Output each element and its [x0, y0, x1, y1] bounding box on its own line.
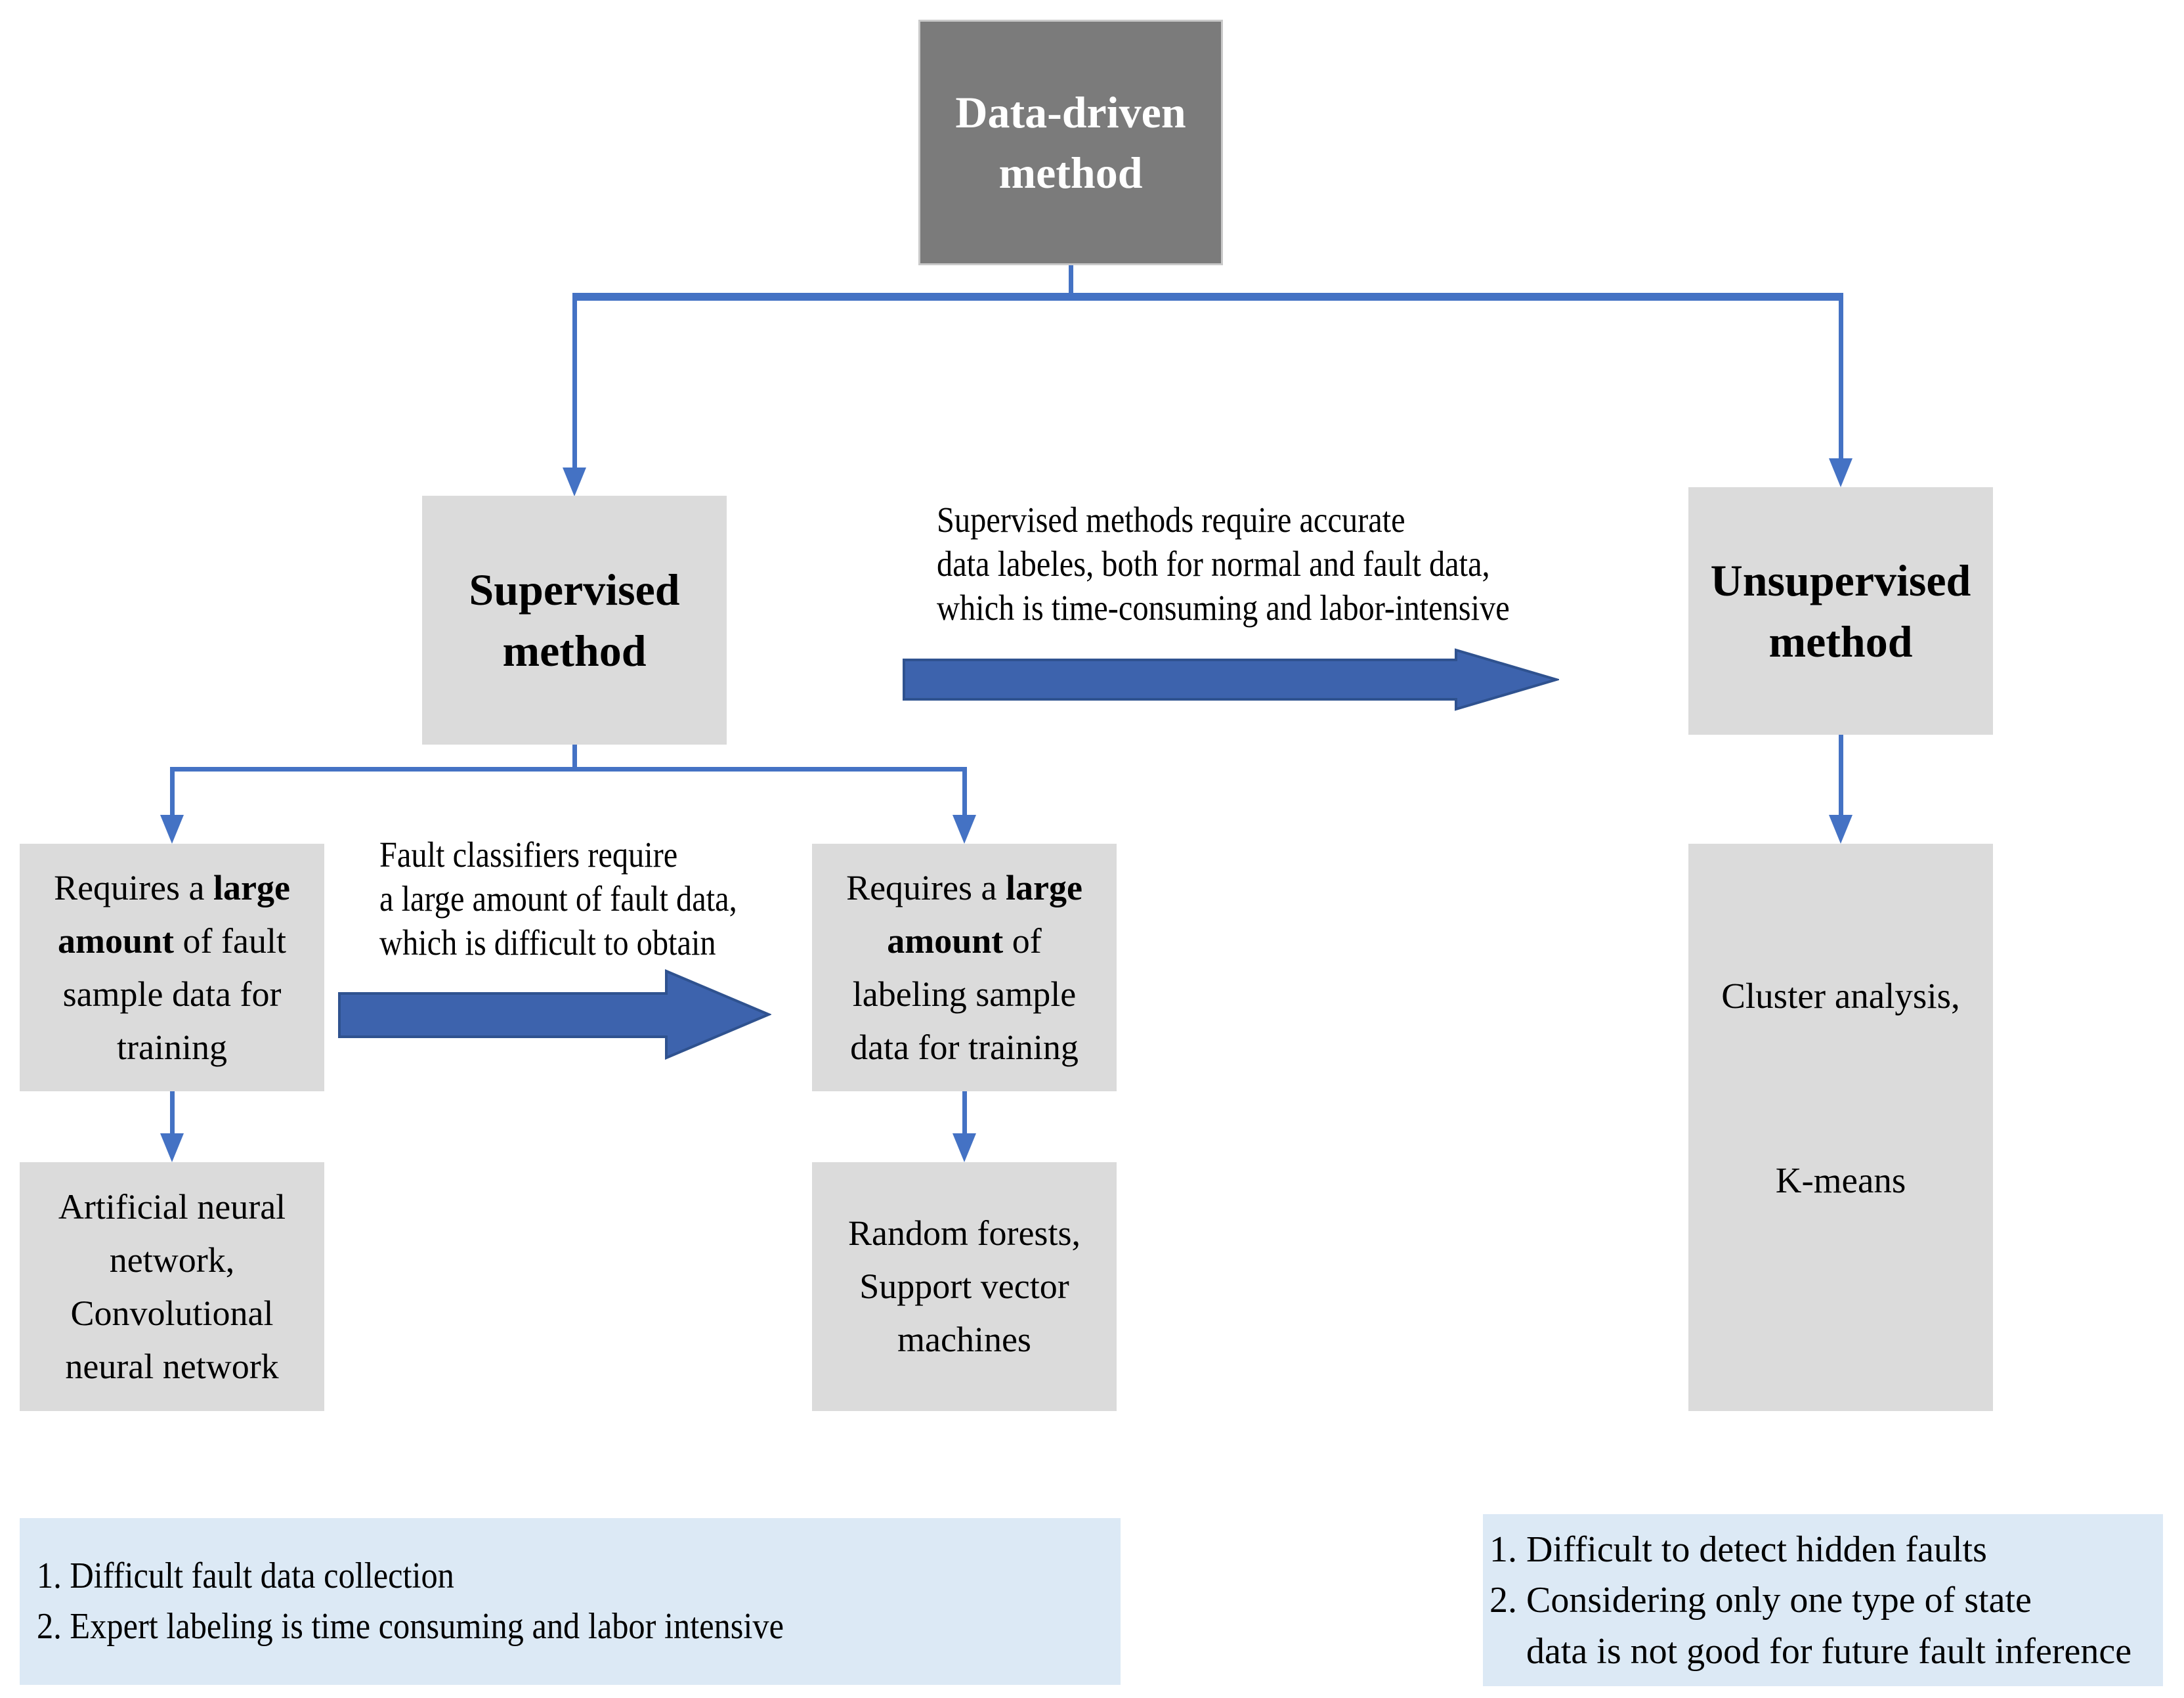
arrow-down-icon — [160, 815, 184, 844]
k-means-label: K-means — [1775, 1160, 1906, 1200]
supervised-note-box: 1. Difficult fault data collection 2. Ex… — [20, 1518, 1121, 1685]
arrow-down-icon — [1829, 458, 1852, 487]
labeling-sample-box: Requires a large amount of labeling samp… — [812, 844, 1117, 1091]
labeling-sample-label: Requires a large amount of labeling samp… — [846, 867, 1082, 1067]
arrow-down-icon — [563, 468, 586, 496]
connector-random-forest-shaft — [962, 1091, 967, 1133]
data-driven-method-box: Data-driven method — [918, 20, 1223, 265]
cluster-label-group: Cluster analysis, K-means — [1721, 972, 1960, 1204]
supervised-note-text: 1. Difficult fault data collection 2. Ex… — [37, 1555, 784, 1647]
connector-ann-shaft — [170, 1091, 175, 1133]
connector-cluster-shaft — [1839, 735, 1843, 815]
connector-labeling-sample-shaft — [962, 770, 967, 815]
connector-fault-sample-shaft — [170, 770, 175, 815]
unsupervised-method-label: Unsupervised method — [1710, 555, 1971, 666]
arrow-down-icon — [1829, 815, 1852, 844]
connector-root-hline — [572, 293, 1843, 301]
random-forest-label: Random forests, Support vector machines — [848, 1213, 1081, 1359]
fault-sample-box: Requires a large amount of fault sample … — [20, 844, 324, 1091]
cluster-analysis-label: Cluster analysis, — [1721, 975, 1960, 1016]
supervised-method-label: Supervised method — [469, 565, 680, 676]
arrow-down-icon — [160, 1133, 184, 1162]
unsupervised-note-box: 1. Difficult to detect hidden faults 2. … — [1483, 1514, 2163, 1686]
supervised-method-box: Supervised method — [422, 496, 727, 745]
ann-label: Artificial neural network, Convolutional… — [58, 1186, 286, 1386]
connector-root-supervised-shaft — [572, 297, 577, 468]
big-arrow-right-icon — [903, 648, 1559, 711]
connector-root-stub — [1069, 265, 1073, 297]
big-arrow-right-icon — [338, 969, 771, 1060]
connector-root-unsupervised-shaft — [1839, 297, 1843, 458]
arrow-down-icon — [953, 1133, 976, 1162]
random-forest-box: Random forests, Support vector machines — [812, 1162, 1117, 1411]
unsupervised-note-text: 1. Difficult to detect hidden faults 2. … — [1489, 1529, 2132, 1672]
connector-supervised-stub — [572, 745, 577, 770]
annotation-fault-to-labeling: Fault classifiers require a large amount… — [379, 835, 737, 963]
cluster-box: Cluster analysis, K-means — [1688, 844, 1993, 1411]
unsupervised-method-box: Unsupervised method — [1688, 487, 1993, 735]
annotation-supervised-to-unsupervised: Supervised methods require accurate data… — [937, 500, 1510, 628]
arrow-down-icon — [953, 815, 976, 844]
ann-box: Artificial neural network, Convolutional… — [20, 1162, 324, 1411]
fault-sample-label: Requires a large amount of fault sample … — [54, 867, 290, 1067]
connector-supervised-hline — [170, 767, 967, 772]
data-driven-method-label: Data-driven method — [955, 87, 1186, 198]
